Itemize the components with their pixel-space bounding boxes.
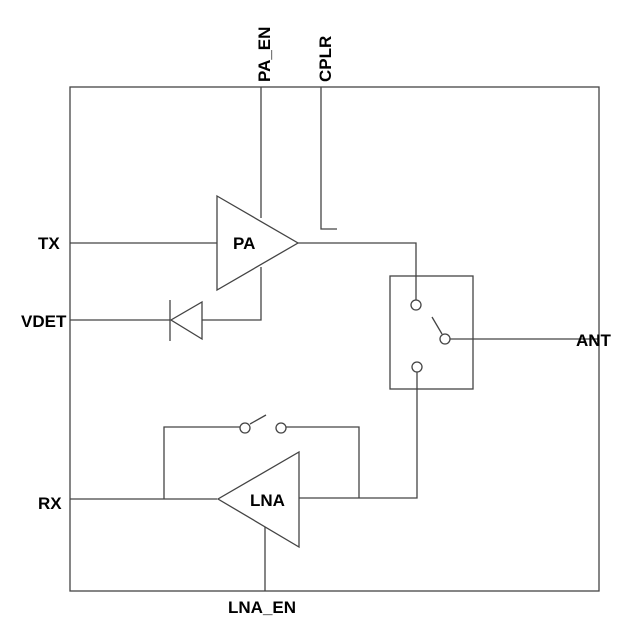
pa-amplifier: [216, 194, 300, 292]
label-tx: TX: [38, 234, 60, 253]
label-vdet: VDET: [21, 312, 67, 331]
label-rx: RX: [38, 494, 62, 513]
bypass-contact-right: [275, 422, 287, 434]
label-lna: LNA: [250, 491, 285, 510]
lna-amplifier: [216, 450, 300, 549]
label-lna-en: LNA_EN: [228, 598, 296, 617]
switch-tx-contact: [410, 299, 422, 311]
label-pa: PA: [233, 234, 255, 253]
switch-common-contact: [439, 333, 451, 345]
pa-output-wire: [298, 242, 417, 300]
antenna-switch: [389, 275, 474, 390]
rx-path-wire: [299, 372, 418, 499]
cplr-wire: [320, 87, 337, 230]
label-cplr: CPLR: [316, 36, 335, 82]
bypass-left-wire: [163, 426, 240, 499]
label-pa-en: PA_EN: [255, 27, 274, 82]
label-ant: ANT: [576, 331, 612, 350]
diode-icon: [169, 300, 203, 341]
detector-wire: [202, 267, 262, 321]
bypass-right-wire: [286, 426, 360, 498]
switch-arm: [431, 316, 443, 335]
bypass-contact-left: [239, 422, 251, 434]
bypass-switch-arm: [249, 414, 267, 425]
switch-rx-contact: [411, 361, 423, 373]
